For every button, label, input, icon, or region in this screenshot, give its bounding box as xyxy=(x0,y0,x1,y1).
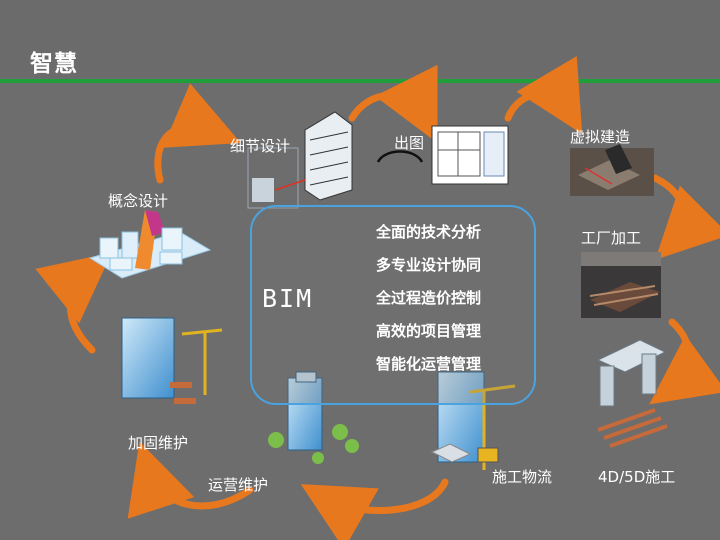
node-concept-design: 概念设计 xyxy=(108,192,169,210)
virtual-construction-illustration xyxy=(570,144,654,196)
arrow-virtual-to-factory xyxy=(651,174,720,260)
header-bar xyxy=(0,0,720,78)
node-reinforcement-maintenance: 加固维护 xyxy=(128,434,189,452)
drawing-cycle-arrow xyxy=(376,150,424,163)
arrow-concept-to-detail xyxy=(154,83,241,184)
operation-building-illustration xyxy=(268,371,359,464)
construction-site-illustration xyxy=(430,371,516,470)
node-virtual-construction: 虚拟建造 xyxy=(570,128,631,146)
cycle-arrows xyxy=(35,56,720,540)
node-drawing: 出图 xyxy=(394,134,425,152)
feature-item: 全面的技术分析 xyxy=(376,223,482,241)
drawing-sheet-illustration xyxy=(431,125,509,185)
arrow-detail-to-drawing xyxy=(348,64,438,144)
feature-item: 智能化运营管理 xyxy=(376,355,482,373)
feature-item: 多专业设计协同 xyxy=(376,256,482,274)
node-construction-4d5d: 4D/5D施工 xyxy=(598,468,676,486)
arrow-factory-to-4d xyxy=(649,318,720,405)
bim-center-frame xyxy=(250,205,536,405)
node-detail-design: 细节设计 xyxy=(230,137,291,155)
slide-title: 智慧 xyxy=(30,51,78,77)
bim-label: BIM xyxy=(262,284,314,313)
feature-item: 全过程造价控制 xyxy=(376,289,482,307)
reinforcement-building-illustration xyxy=(121,317,223,404)
node-operation-maintenance: 运营维护 xyxy=(208,476,269,494)
node-factory-processing: 工厂加工 xyxy=(581,229,642,247)
arrow-logistics-to-operation xyxy=(300,478,449,540)
machine-4d5d-illustration xyxy=(596,339,668,448)
detail-tower-illustration xyxy=(247,111,353,209)
arrow-reinforce-to-concept xyxy=(35,252,112,354)
title-underline xyxy=(0,79,720,83)
concept-model-illustration xyxy=(88,210,212,279)
arrow-operation-to-reinforce xyxy=(127,441,254,519)
arrow-drawing-to-virtual xyxy=(504,56,583,135)
feature-item: 高效的项目管理 xyxy=(376,322,482,340)
factory-photo-illustration xyxy=(581,252,661,318)
node-construction-logistics: 施工物流 xyxy=(492,468,553,486)
